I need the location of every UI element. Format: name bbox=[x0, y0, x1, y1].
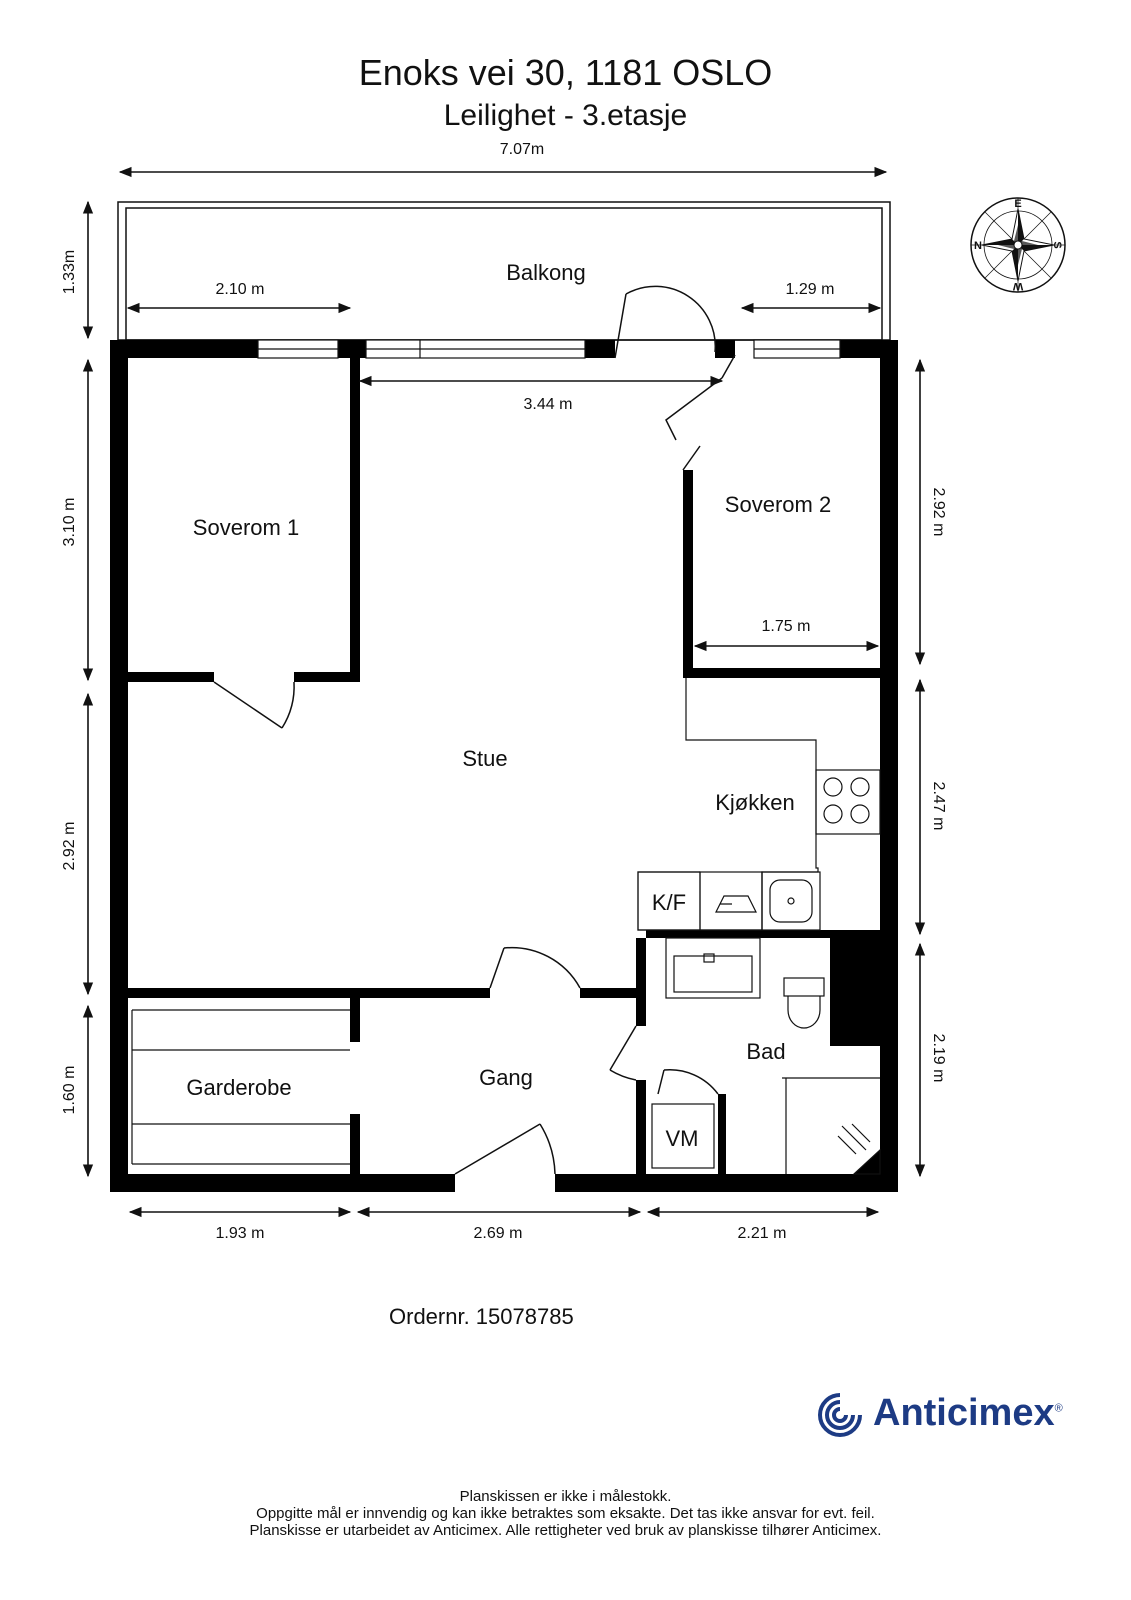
kitchen-counter bbox=[637, 678, 881, 931]
dim-living-top: 3.44 m bbox=[524, 396, 573, 413]
stove-burners bbox=[823, 777, 870, 824]
dim-left-wardrobe-height: 1.60 m bbox=[61, 1066, 78, 1115]
disclaimer-line-2: Oppgitte mål er innvendig og kan ikke be… bbox=[256, 1505, 875, 1522]
plan-subtitle: Leilighet - 3.etasje bbox=[443, 99, 688, 132]
disclaimer: Planskissen er ikke i målestokk. Oppgitt… bbox=[0, 1488, 1131, 1539]
dim-balcony-right: 1.29 m bbox=[786, 281, 835, 298]
windows bbox=[257, 339, 841, 359]
plan-title: Enoks vei 30, 1181 OSLO bbox=[358, 52, 773, 93]
room-label-bad: Bad bbox=[746, 1039, 785, 1064]
disclaimer-line-3: Planskisse er utarbeidet av Anticimex. A… bbox=[249, 1522, 882, 1539]
anticimex-wordmark: Anticimex® bbox=[873, 1392, 1063, 1435]
exterior-walls bbox=[110, 340, 898, 1192]
disclaimer-line-1: Planskissen er ikke i målestokk. bbox=[459, 1488, 672, 1505]
compass-east-label: E bbox=[1014, 198, 1021, 210]
dim-left-bedroom-height: 3.10 m bbox=[61, 498, 78, 547]
brand-name: Anticimex bbox=[873, 1392, 1055, 1434]
room-label-stue: Stue bbox=[462, 746, 507, 771]
doors bbox=[213, 285, 736, 1175]
dim-bottom-right: 2.21 m bbox=[738, 1225, 787, 1242]
compass-west-label: W bbox=[1012, 280, 1023, 292]
compass-south-label: S bbox=[1051, 241, 1063, 248]
dim-bedroom2-width: 1.75 m bbox=[762, 618, 811, 635]
bathroom-fixtures bbox=[651, 937, 881, 1175]
room-label-garderobe: Garderobe bbox=[186, 1075, 291, 1100]
room-label-kjokken: Kjøkken bbox=[715, 790, 794, 815]
compass-north-label: N bbox=[974, 240, 982, 252]
interior-walls bbox=[128, 358, 880, 1180]
anticimex-logo: Anticimex® bbox=[815, 1390, 1075, 1442]
dim-balcony-depth: 1.33m bbox=[61, 250, 78, 294]
dim-bottom-middle: 2.69 m bbox=[474, 1225, 523, 1242]
dim-bath-height: 2.19 m bbox=[930, 1034, 947, 1083]
room-label-balkong: Balkong bbox=[506, 260, 586, 285]
room-label-kf: K/F bbox=[652, 890, 686, 915]
dim-kitchen-height: 2.47 m bbox=[930, 782, 947, 831]
dimension-lines bbox=[82, 166, 926, 1218]
registered-mark: ® bbox=[1054, 1402, 1063, 1415]
room-label-gang: Gang bbox=[479, 1065, 533, 1090]
dim-right-bedroom-height: 2.92 m bbox=[930, 488, 947, 537]
balcony-outline bbox=[117, 201, 891, 341]
wardrobe-fixtures bbox=[131, 1009, 350, 1165]
room-label-soverom-2: Soverom 2 bbox=[725, 492, 831, 517]
room-label-soverom-1: Soverom 1 bbox=[193, 515, 299, 540]
dim-left-living-height: 2.92 m bbox=[61, 822, 78, 871]
dim-bottom-left: 1.93 m bbox=[216, 1225, 265, 1242]
room-label-vm: VM bbox=[666, 1126, 699, 1151]
dim-total-width: 7.07m bbox=[500, 141, 544, 158]
compass-icon: E N S W bbox=[970, 197, 1066, 293]
anticimex-logo-icon bbox=[818, 1393, 862, 1437]
order-number: Ordernr. 15078785 bbox=[389, 1304, 574, 1329]
dim-balcony-left: 2.10 m bbox=[216, 281, 265, 298]
